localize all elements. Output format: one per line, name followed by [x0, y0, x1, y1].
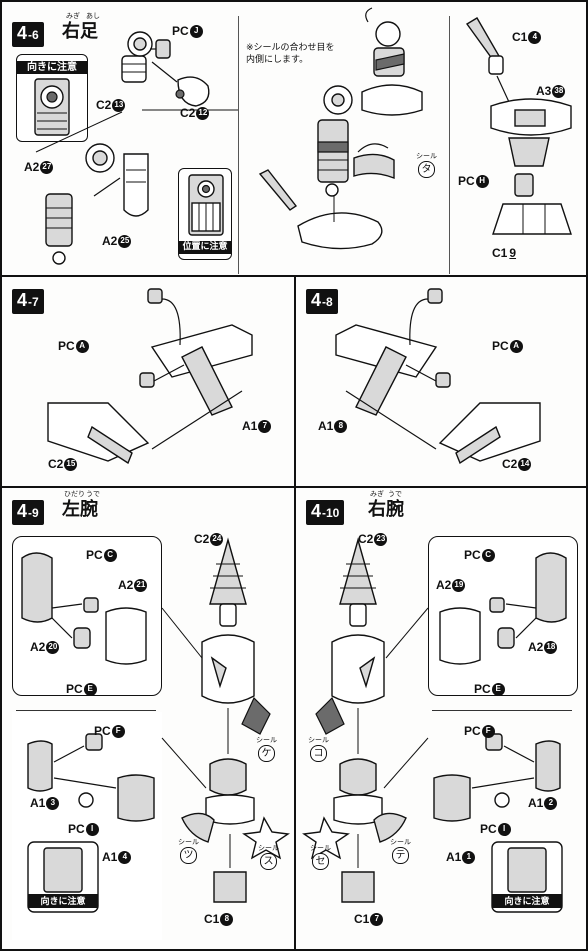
step-title: 右足 [62, 21, 98, 42]
title-ruby-2: うで [388, 490, 402, 498]
divider-inner [432, 710, 572, 711]
seal-ta: シール タ [416, 152, 437, 178]
seal-te: シール テ [390, 838, 411, 864]
step-badge-4-7: 4-7 [12, 289, 44, 314]
caution-part-icon [34, 78, 70, 136]
step-title: 右腕 [368, 499, 404, 520]
step-title: 左腕 [62, 499, 98, 520]
step-sub: -6 [28, 28, 39, 42]
seal-tsu: シール ツ [178, 838, 199, 864]
step-4-7-illustration [47, 288, 253, 465]
panel-step-4-9: 4-9 ひだり うで 左腕 [2, 488, 294, 949]
caution-box-position: 位置に注意 [178, 168, 232, 260]
title-ruby-2: うで [86, 490, 100, 498]
divider-inner [16, 710, 156, 711]
seal-note: ※シールの合わせ目を 内側にします。 [246, 42, 335, 66]
seal-kana: タ [418, 161, 435, 178]
seal-word: シール [416, 152, 437, 160]
caution-text: 向きに注意 [40, 896, 86, 906]
seal-ko: シール コ [308, 736, 329, 762]
title-ruby-1: ひだり [64, 490, 85, 498]
panel-step-4-10: 4-10 みぎ うで 右腕 [296, 488, 586, 949]
panel-step-4-6: 4-6 みぎ あし 右足 向きに注意 [2, 2, 586, 275]
seal-se: シール セ [310, 844, 331, 870]
step-4-8-illustration [335, 288, 541, 465]
seal-su: シール ス [258, 844, 279, 870]
title-ruby-1: みぎ [66, 12, 80, 20]
caution-text: 位置に注意 [179, 241, 231, 254]
seal-note-line1: ※シールの合わせ目を [246, 43, 335, 53]
step-badge-4-6: 4-6 [12, 22, 44, 47]
caution-part-icon [188, 174, 224, 236]
leg-subassembly-illustration [35, 31, 238, 265]
foot-assembly-illustration [465, 17, 572, 235]
divider-47-48 [294, 275, 296, 486]
seal-note-line2: 内側にします。 [246, 55, 309, 65]
right-arm-illustration [302, 537, 567, 913]
step-badge-4-8: 4-8 [306, 289, 338, 314]
divider-46a [238, 16, 239, 274]
title-ruby-1: みぎ [370, 490, 384, 498]
title-ruby-2: あし [86, 12, 100, 20]
step-badge-4-10: 4-10 [306, 500, 345, 525]
left-arm-illustration [21, 537, 290, 913]
divider-46b [449, 16, 450, 274]
leg-seal-illustration [258, 7, 423, 250]
divider-49-410 [294, 486, 296, 949]
step-badge-4-9: 4-9 [12, 500, 44, 525]
step-number: 4 [17, 23, 28, 43]
caution-text: 向きに注意 [17, 61, 87, 74]
caution-text: 向きに注意 [504, 896, 550, 906]
seal-ke: シール ケ [256, 736, 277, 762]
caution-box-direction: 向きに注意 [16, 54, 88, 142]
